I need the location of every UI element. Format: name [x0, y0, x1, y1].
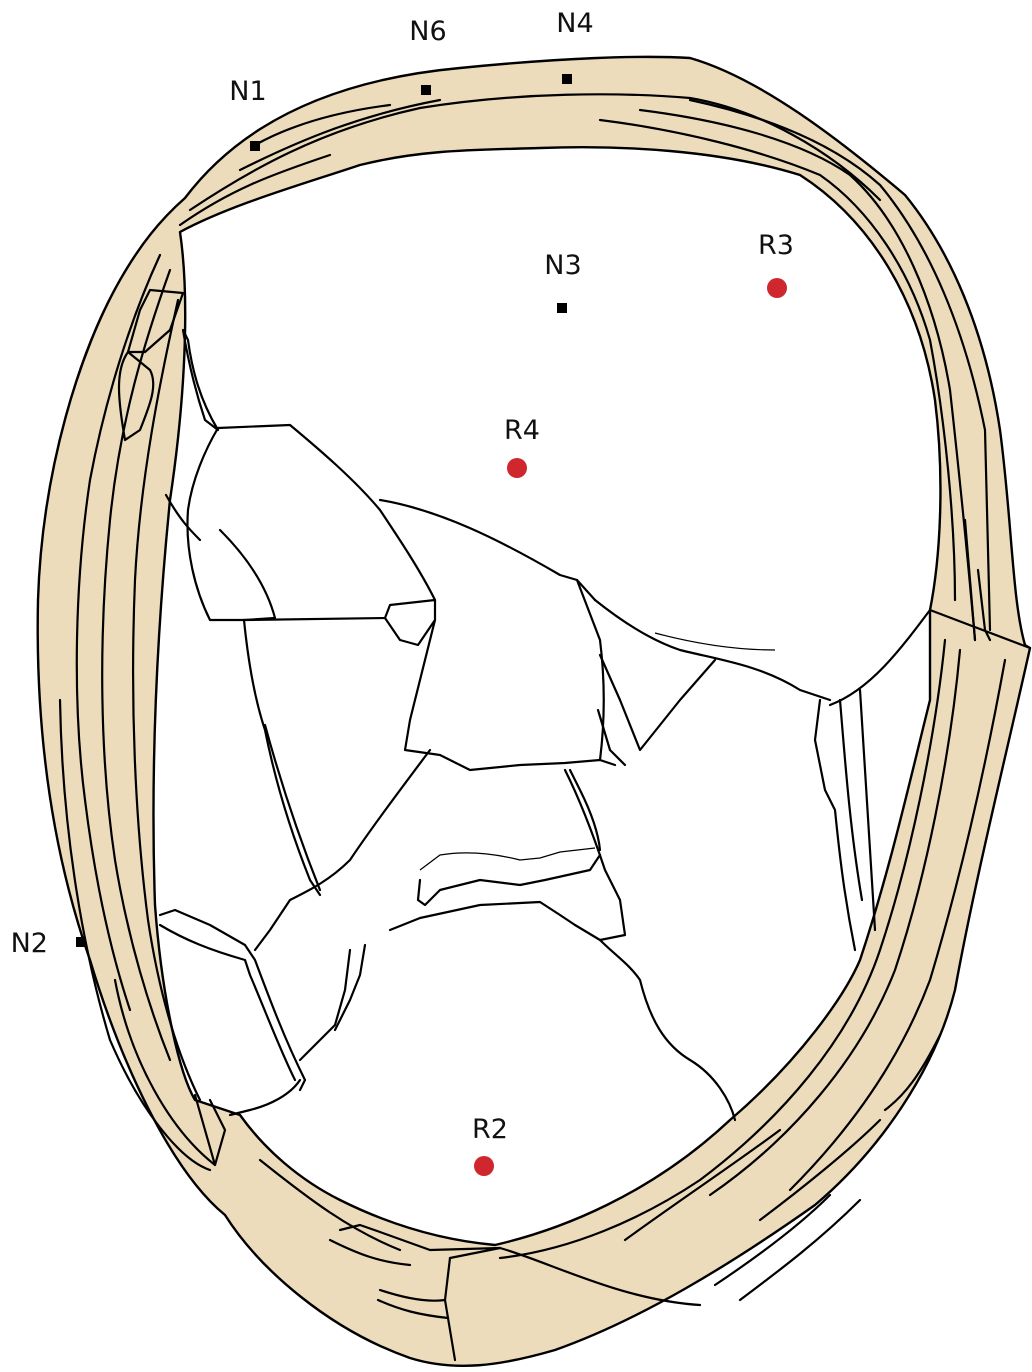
square-marker-icon — [557, 303, 567, 313]
marker-r3: R3 — [758, 230, 794, 298]
marker-label: R2 — [472, 1114, 508, 1145]
square-marker-icon — [250, 141, 260, 151]
circle-marker-icon — [474, 1156, 494, 1176]
marker-label: R3 — [758, 230, 794, 261]
marker-n2: N2 — [11, 928, 86, 959]
marker-n3: N3 — [544, 250, 581, 313]
marker-label: N1 — [229, 76, 266, 107]
circle-marker-icon — [507, 458, 527, 478]
marker-label: N4 — [556, 8, 593, 39]
marker-r4: R4 — [504, 415, 540, 478]
marker-label: R4 — [504, 415, 540, 446]
marker-label: N2 — [11, 928, 48, 959]
outer-rim — [38, 57, 1030, 1366]
marker-label: N6 — [409, 16, 446, 47]
circle-marker-icon — [767, 278, 787, 298]
marker-r2: R2 — [472, 1114, 508, 1176]
square-marker-icon — [421, 85, 431, 95]
square-marker-icon — [76, 937, 86, 947]
square-marker-icon — [562, 74, 572, 84]
interior-fragments — [160, 330, 875, 1120]
marker-label: N3 — [544, 250, 581, 281]
